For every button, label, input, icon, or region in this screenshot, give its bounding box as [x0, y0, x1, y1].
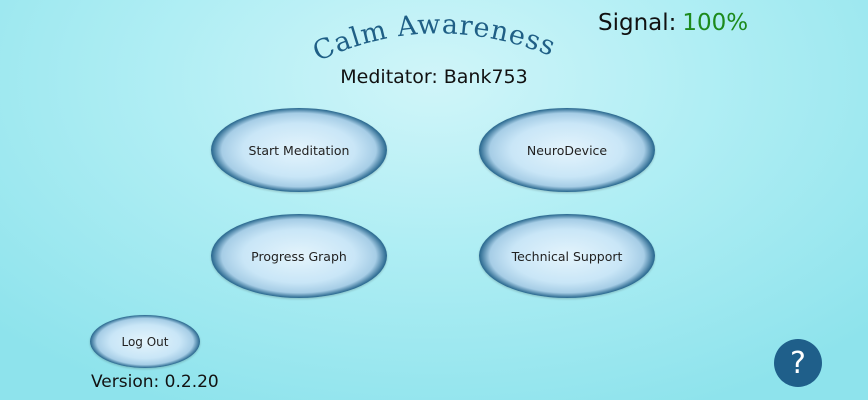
version-label: Version: — [91, 372, 160, 392]
progress-graph-button[interactable]: Progress Graph — [211, 214, 387, 298]
log-out-button[interactable]: Log Out — [90, 315, 200, 368]
help-button[interactable]: ? — [774, 339, 822, 387]
signal-label: Signal: — [598, 10, 677, 36]
neurodevice-button[interactable]: NeuroDevice — [479, 108, 655, 192]
neurodevice-label: NeuroDevice — [526, 142, 608, 158]
technical-support-button[interactable]: Technical Support — [479, 214, 655, 298]
signal-value: 100% — [682, 10, 749, 36]
progress-graph-label: Progress Graph — [251, 248, 347, 264]
signal-indicator: Signal:100% — [598, 10, 748, 36]
technical-support-label: Technical Support — [511, 248, 623, 264]
start-meditation-label: Start Meditation — [248, 142, 350, 158]
svg-text:Calm Awareness: Calm Awareness — [308, 10, 560, 68]
start-meditation-button[interactable]: Start Meditation — [211, 108, 387, 192]
meditator-name: Bank753 — [443, 66, 528, 88]
log-out-label: Log Out — [121, 334, 169, 349]
help-icon: ? — [790, 345, 806, 381]
app-title-text: Calm Awareness — [308, 10, 559, 68]
version-info: Version: 0.2.20 — [91, 372, 219, 392]
meditator-info: Meditator:Bank753 — [0, 66, 868, 88]
meditator-label: Meditator: — [340, 66, 438, 88]
app-title: Calm Awareness — [308, 10, 560, 68]
version-value: 0.2.20 — [164, 372, 219, 392]
